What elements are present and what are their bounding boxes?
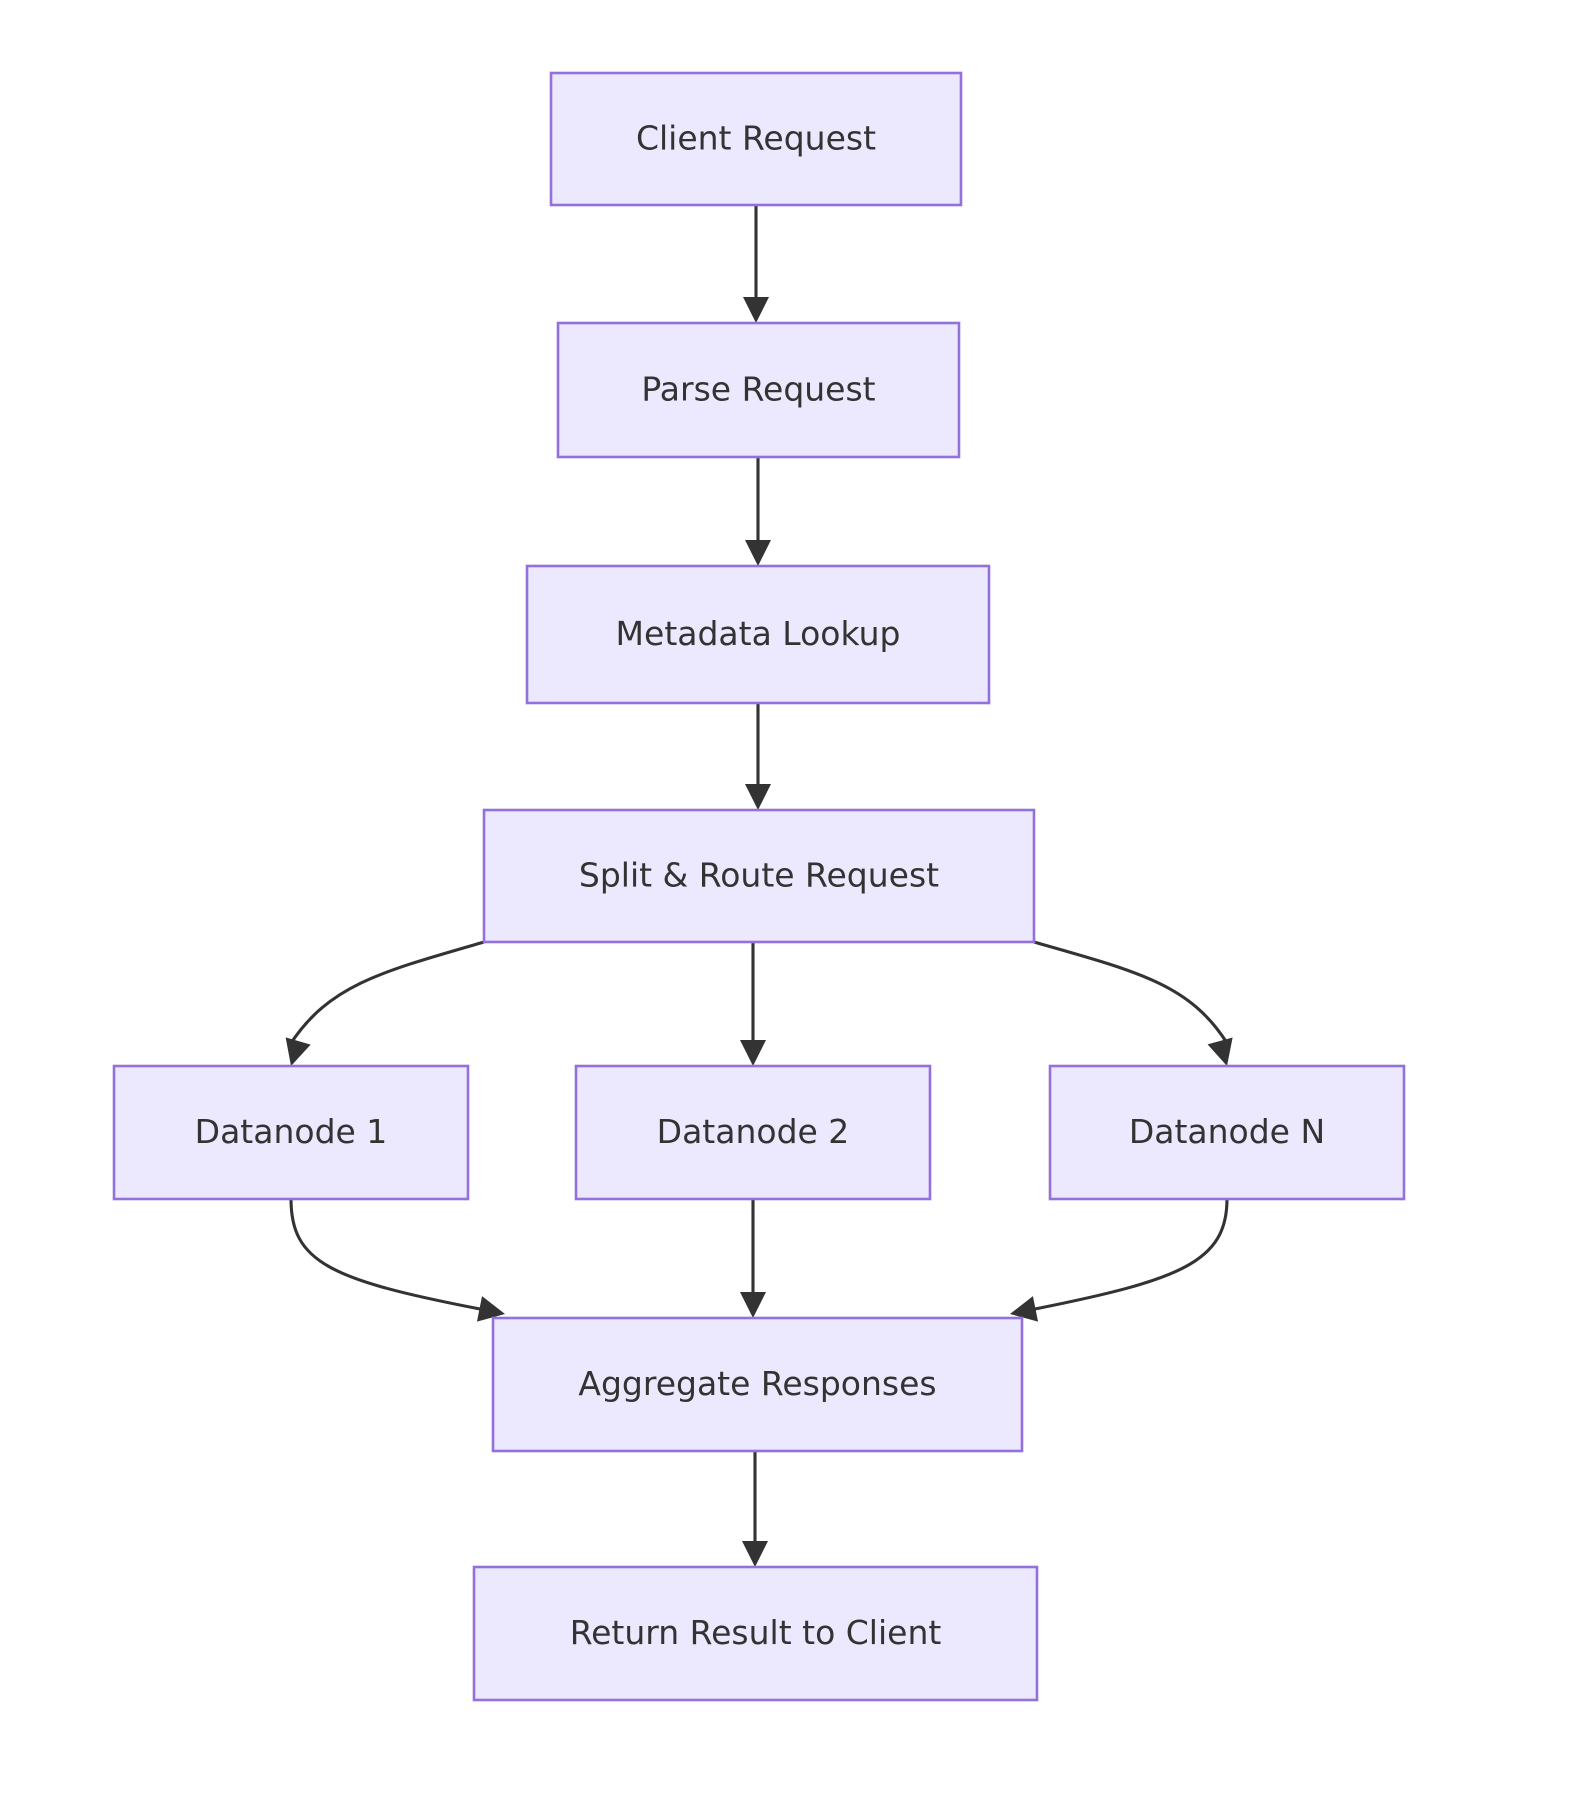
edge-parse_request-to-metadata_lookup [745,457,771,566]
arrowhead-icon [743,297,769,323]
arrowhead-icon [742,1541,768,1567]
arrowhead-icon [740,1040,766,1066]
node-shape[interactable] [549,71,963,207]
node-datanode_n[interactable]: Datanode N [1048,1064,1406,1201]
edge-datanode_1-to-aggregate [289,1198,505,1322]
edge-split_route-to-datanode_n [1033,940,1233,1066]
arrowhead-icon [745,784,771,810]
edge-split_route-to-datanode_2 [740,942,766,1066]
node-parse_request[interactable]: Parse Request [556,321,961,459]
node-shape[interactable] [472,1565,1039,1702]
arrowhead-icon [740,1292,766,1318]
node-client_request[interactable]: Client Request [549,71,963,207]
arrowhead-icon [476,1296,505,1322]
edge-datanode_2-to-aggregate [740,1199,766,1318]
node-metadata_lookup[interactable]: Metadata Lookup [525,564,991,705]
edge-line [1033,940,1229,1044]
node-datanode_1[interactable]: Datanode 1 [112,1064,470,1201]
arrowhead-icon [1010,1296,1039,1322]
node-shape[interactable] [556,321,961,459]
arrowhead-icon [1207,1037,1233,1066]
arrowhead-icon [745,540,771,566]
edge-line [289,1198,481,1311]
edge-line [289,940,485,1044]
edge-split_route-to-datanode_1 [285,940,485,1066]
edge-line [1034,1198,1229,1311]
node-shape[interactable] [574,1064,932,1201]
edges-layer [285,205,1233,1567]
node-return_result[interactable]: Return Result to Client [472,1565,1039,1702]
node-datanode_2[interactable]: Datanode 2 [574,1064,932,1201]
edge-metadata_lookup-to-split_route [745,703,771,810]
edge-datanode_n-to-aggregate [1010,1198,1229,1322]
arrowhead-icon [285,1037,311,1066]
node-shape[interactable] [112,1064,470,1201]
node-shape[interactable] [491,1316,1024,1453]
edge-client_request-to-parse_request [743,205,769,323]
node-shape[interactable] [525,564,991,705]
node-shape[interactable] [482,808,1036,944]
edge-aggregate-to-return_result [742,1451,768,1567]
node-split_route[interactable]: Split & Route Request [482,808,1036,944]
node-shape[interactable] [1048,1064,1406,1201]
node-aggregate[interactable]: Aggregate Responses [491,1316,1024,1453]
